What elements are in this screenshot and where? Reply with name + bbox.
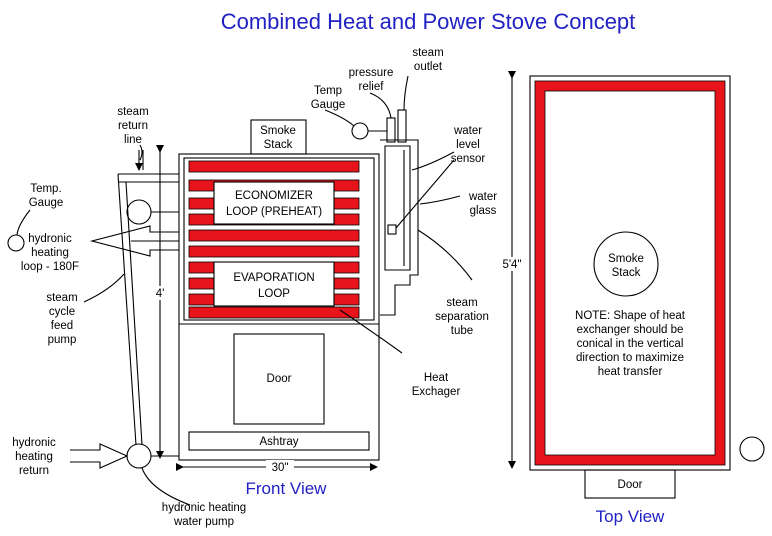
- hydronic-pump-label-2: water pump: [173, 516, 234, 528]
- hydronic-loop-label-2: heating: [31, 247, 69, 259]
- feed-pump-label-1: steam: [46, 292, 77, 304]
- hydronic-pump-icon: [126, 443, 152, 469]
- steam-separation-label-3: tube: [451, 325, 473, 337]
- economizer-box: [213, 181, 335, 225]
- temp-gauge-top-label-1: Temp: [314, 85, 342, 97]
- height-dimension-label: 4': [156, 288, 165, 300]
- temp-gauge-left-label-1: Temp.: [30, 183, 61, 195]
- front-door: [233, 333, 325, 425]
- top-door: [584, 469, 676, 499]
- smoke-stack-label-1: Smoke: [260, 125, 296, 137]
- pressure-relief-label-2: relief: [359, 81, 385, 93]
- front-view-caption: Front View: [246, 479, 328, 498]
- page-title: Combined Heat and Power Stove Concept: [221, 9, 636, 34]
- top-view-caption: Top View: [596, 507, 665, 526]
- note-line-5: heat transfer: [598, 366, 663, 378]
- feed-pump-label-3: feed: [51, 320, 73, 332]
- evaporation-label-1: EVAPORATION: [233, 272, 314, 284]
- water-level-sensor-label-3: sensor: [451, 153, 486, 165]
- water-level-sensor-label-2: level: [456, 139, 480, 151]
- steam-return-label-2: return: [118, 120, 148, 132]
- hydronic-loop-label-1: hydronic: [28, 233, 72, 245]
- note-line-3: conical in the vertical: [577, 338, 684, 350]
- hydronic-return-arrow-icon: [70, 443, 129, 469]
- top-view-hx-inner: [544, 90, 716, 456]
- pressure-relief-pipe: [386, 117, 396, 143]
- steam-outlet-label-1: steam: [412, 47, 443, 59]
- steam-feed-pump-icon: [126, 199, 152, 225]
- economizer-label-2: LOOP (PREHEAT): [226, 206, 322, 218]
- steam-return-label-3: line: [124, 134, 142, 146]
- temp-gauge-top-icon: [351, 122, 369, 140]
- top-smoke-stack-label-2: Stack: [612, 267, 641, 279]
- heat-exchager-label-2: Exchager: [412, 386, 461, 398]
- hydronic-loop-label-3: loop - 180F: [21, 261, 79, 273]
- steam-separation-label-1: steam: [446, 297, 477, 309]
- heat-exchanger-chamber: [183, 157, 375, 321]
- pressure-relief-label-1: pressure: [349, 67, 394, 79]
- hydronic-return-label-2: heating: [15, 451, 53, 463]
- front-door-label: Door: [267, 373, 292, 385]
- water-level-sensor-box: [387, 224, 397, 235]
- ashtray-label: Ashtray: [260, 436, 299, 448]
- note-line-2: exchanger should be: [577, 324, 684, 336]
- feed-pump-label-4: pump: [48, 334, 77, 346]
- top-view-hx-outer: [534, 80, 726, 466]
- width-dim-bg: [266, 460, 294, 474]
- steam-separation-label-2: separation: [435, 311, 489, 323]
- note-line-1: NOTE: Shape of heat: [575, 310, 686, 322]
- steam-outlet-pipe: [397, 109, 407, 143]
- depth-dim-bg: [500, 257, 524, 271]
- economizer-label-1: ECONOMIZER: [235, 190, 313, 202]
- temp-gauge-left-label-2: Gauge: [29, 197, 64, 209]
- top-view-gauge-icon: [739, 436, 765, 462]
- hydronic-return-label-3: return: [19, 465, 49, 477]
- hydronic-return-label-1: hydronic: [12, 437, 56, 449]
- water-glass-body: [384, 145, 411, 271]
- evaporation-label-2: LOOP: [258, 288, 290, 300]
- steam-outlet-label-2: outlet: [414, 61, 443, 73]
- ashtray: [188, 431, 370, 451]
- temp-gauge-left-icon: [7, 234, 25, 252]
- evaporation-box: [213, 261, 335, 307]
- height-dim-bg: [154, 286, 166, 300]
- top-smoke-stack-icon: [593, 231, 659, 297]
- feed-pump-label-2: cycle: [49, 306, 75, 318]
- smoke-stack-label-2: Stack: [264, 139, 293, 151]
- water-glass-label-1: water: [468, 191, 497, 203]
- feed-pipe-left: [117, 173, 137, 446]
- heat-exchager-label-1: Heat: [424, 372, 449, 384]
- top-view-heat-exchanger: [535, 81, 725, 465]
- water-level-sensor-label-1: water: [453, 125, 482, 137]
- hydronic-loop-arrow-icon: [89, 225, 179, 257]
- leader-lines: [16, 75, 473, 506]
- hydronic-pump-label-1: hydronic heating: [162, 502, 246, 514]
- steam-return-label-1: steam: [117, 106, 148, 118]
- steam-separation-tube: [380, 139, 419, 316]
- depth-dimension-label: 5'4": [502, 259, 521, 271]
- temp-gauge-top-label-2: Gauge: [311, 99, 346, 111]
- top-smoke-stack-label-1: Smoke: [608, 253, 644, 265]
- top-door-label: Door: [618, 479, 643, 491]
- width-dimension-label: 30": [272, 462, 289, 474]
- note-line-4: direction to maximize: [576, 352, 684, 364]
- water-glass-label-2: glass: [470, 205, 497, 217]
- feed-pipe-right: [125, 181, 143, 446]
